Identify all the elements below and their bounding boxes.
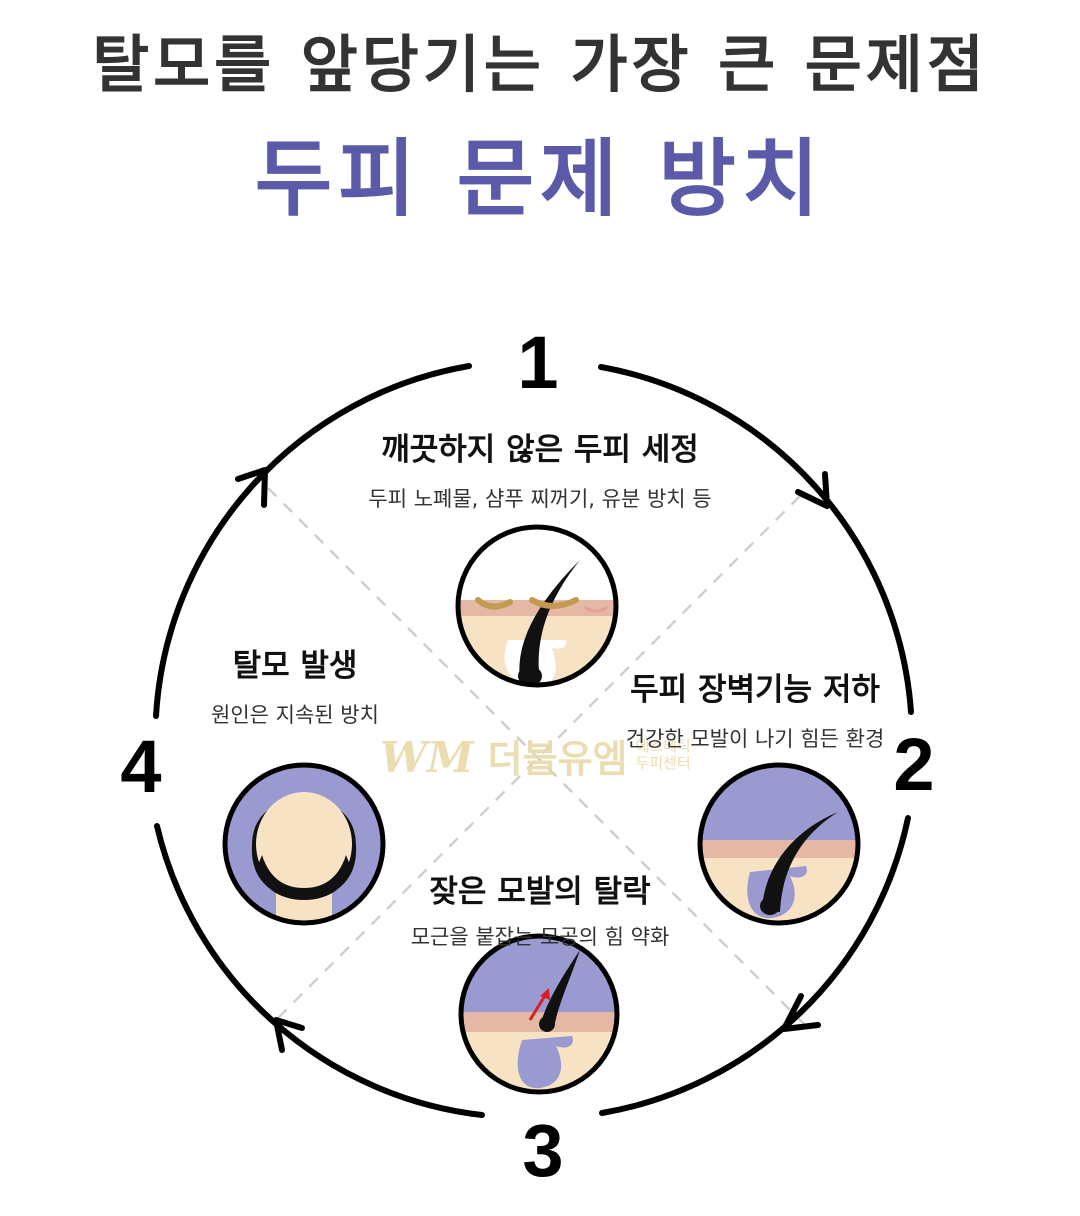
- step-2-title: 두피 장벽기능 저하: [630, 672, 880, 708]
- arrowhead-left-top-icon: [235, 467, 268, 508]
- arc-4-to-1: [153, 363, 472, 719]
- arrowhead-right-bottom-icon: [781, 993, 821, 1032]
- arc-2-to-3: [599, 815, 911, 1116]
- main-title: 두피 문제 방치: [254, 130, 826, 228]
- dashed-dividers: [267, 487, 811, 1031]
- step-3-label: 잦은 모발의 탈락 모근을 붙잡는 모공의 힘 약화: [370, 866, 710, 951]
- arc-1-to-2: [598, 364, 914, 715]
- step-4-title: 탈모 발생: [232, 648, 358, 684]
- cycle-arrowheads: [235, 467, 830, 1053]
- step-2-label: 두피 장벽기능 저하 건강한 모발이 나기 힘든 환경: [600, 664, 910, 753]
- step-number-3: 3: [522, 1109, 564, 1192]
- watermark-tagline-2: 두피센터: [635, 754, 691, 772]
- step-4-label: 탈모 발생 원인은 지속된 방치: [170, 640, 420, 729]
- subtitle-heading: 탈모를 앞당기는 가장 큰 문제점: [92, 28, 988, 101]
- step-1-description: 두피 노폐물, 샴푸 찌꺼기, 유분 방치 등: [368, 487, 712, 511]
- step-2-description: 건강한 모발이 나기 힘든 환경: [625, 727, 885, 751]
- step-1-title: 깨끗하지 않은 두피 세정: [381, 432, 699, 468]
- step-number-1: 1: [517, 321, 559, 404]
- step-number-4: 4: [120, 725, 162, 808]
- balding-head-icon: [222, 762, 386, 926]
- watermark-tagline-1: 에스테틱: [635, 737, 691, 755]
- watermark-name: 더블유엠: [487, 737, 628, 781]
- watermark-wm-logo: WM: [380, 733, 474, 782]
- step-1-label: 깨끗하지 않은 두피 세정 두피 노폐물, 샴푸 찌꺼기, 유분 방치 등: [330, 424, 750, 513]
- arrowhead-right-top-icon: [795, 471, 830, 509]
- hair-falling-follicle-icon: [458, 933, 620, 1095]
- weakened-scalp-follicle-icon: [697, 762, 861, 926]
- dirty-scalp-follicle-icon: [455, 524, 619, 688]
- step-4-description: 원인은 지속된 방치: [211, 703, 379, 727]
- step-number-2: 2: [893, 723, 935, 806]
- arrowhead-left-bottom-icon: [273, 1017, 305, 1053]
- step-3-description: 모근을 붙잡는 모공의 힘 약화: [410, 925, 670, 949]
- step-3-title: 잦은 모발의 탈락: [429, 874, 651, 910]
